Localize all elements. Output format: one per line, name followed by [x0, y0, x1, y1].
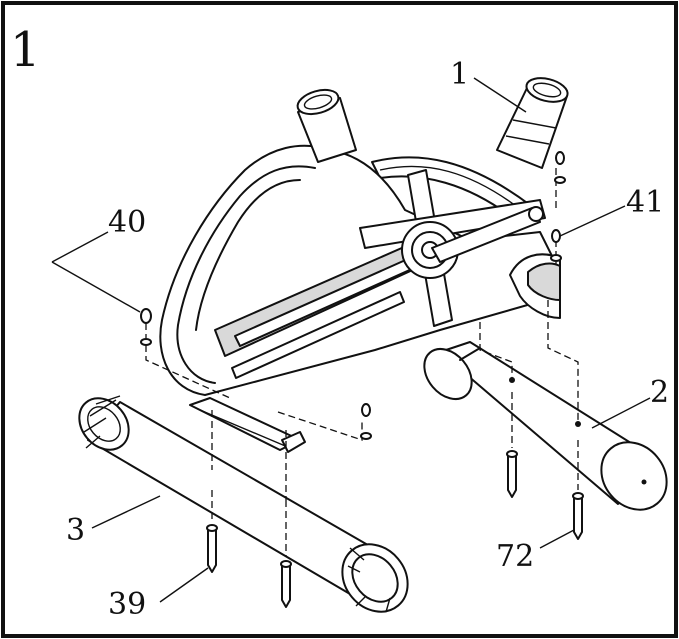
- part-label-40: 40: [108, 205, 146, 240]
- leader-lines: [51, 77, 651, 603]
- part-label-3: 3: [66, 513, 85, 548]
- rear-stabilizer-tube: [423, 341, 668, 511]
- seat-tube: [496, 77, 569, 169]
- part-label-72: 72: [496, 539, 534, 574]
- step-number: 1: [10, 22, 41, 78]
- part-label-2: 2: [650, 375, 669, 410]
- bolts: [206, 450, 584, 608]
- part-label-1: 1: [450, 57, 469, 92]
- washers-and-nuts: [140, 151, 566, 440]
- part-label-39: 39: [108, 587, 146, 622]
- front-stabilizer-tube: [78, 395, 409, 613]
- part-label-41: 41: [626, 185, 664, 220]
- front-tube: [296, 88, 357, 163]
- main-frame: [159, 77, 569, 453]
- alignment-lines: [145, 168, 579, 556]
